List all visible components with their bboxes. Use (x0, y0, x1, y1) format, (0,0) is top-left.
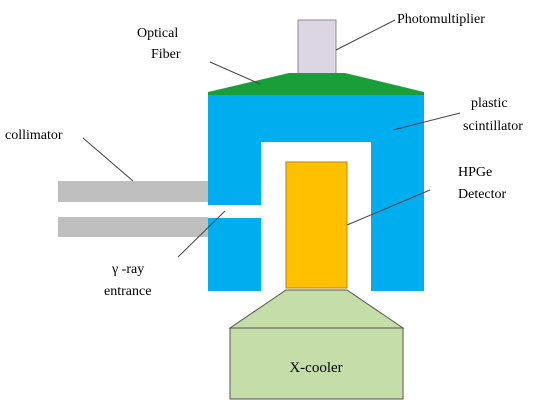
optical-fiber (208, 73, 424, 96)
plastic-scintillator (208, 95, 424, 291)
hpge-detector (285, 161, 348, 289)
collimator-lower-bar (58, 217, 208, 237)
leader-hpge (346, 189, 431, 226)
collimator-upper-bar (58, 181, 208, 202)
photomultiplier (297, 19, 337, 75)
leader-photomultiplier (335, 19, 396, 51)
xcooler-neck (228, 289, 405, 329)
label-photomultiplier: Photomultiplier (397, 12, 485, 27)
label-xcooler: X-cooler (289, 360, 342, 376)
xcooler-body (229, 327, 404, 400)
leader-collimator (82, 137, 134, 182)
label-collimator: collimator (5, 128, 63, 143)
label-hpge-1: HPGe (458, 165, 492, 180)
label-gamma-1: γ -ray (111, 262, 144, 277)
leader-plastic-scintillator (392, 112, 461, 131)
leader-gamma-entrance (177, 210, 226, 258)
label-optical-fiber-1: Optical (137, 26, 178, 41)
label-gamma-2: entrance (104, 284, 151, 299)
leader-optical-fiber (209, 61, 261, 85)
label-hpge-2: Detector (458, 187, 507, 202)
label-plastic-1: plastic (471, 96, 508, 111)
label-optical-fiber-2: Fiber (151, 47, 181, 62)
label-plastic-2: scintillator (463, 119, 523, 134)
